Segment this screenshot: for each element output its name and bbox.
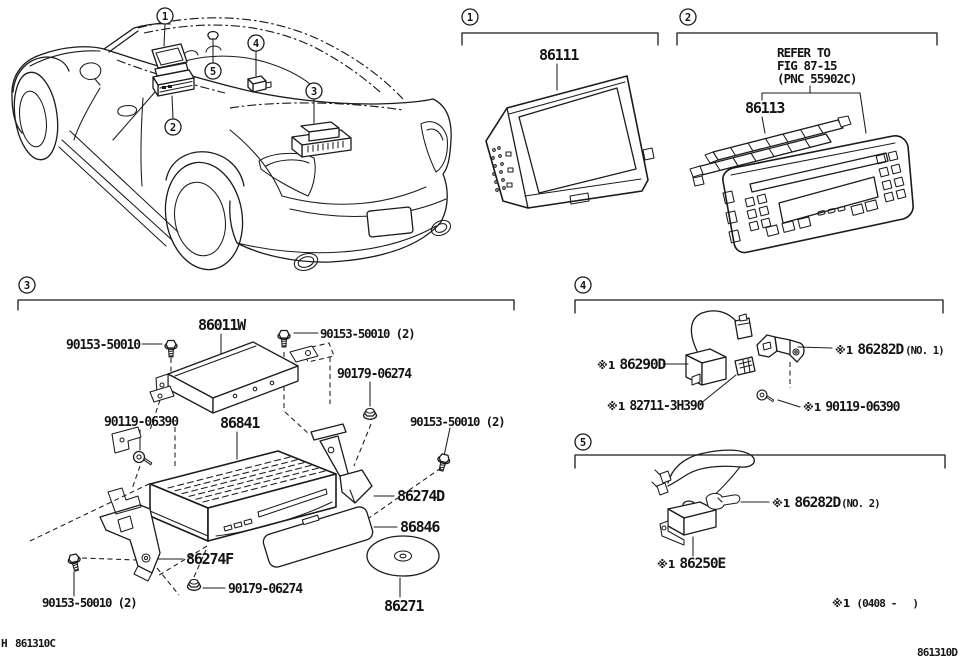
nut-90179-bottom	[186, 578, 202, 591]
car-callout-3: 3	[305, 82, 323, 100]
car-nav-display-unit	[151, 43, 189, 77]
bolt-90119-left	[131, 449, 154, 466]
label-screw-top-right: 90153-50010 (2)	[320, 327, 415, 341]
connector-82711	[734, 356, 756, 376]
bracket-86274f	[99, 426, 161, 582]
car-illustration: 1 2 3 4 5	[11, 7, 452, 271]
section-1-callout: 1	[461, 8, 479, 26]
disc-86271	[366, 535, 440, 577]
bracket-86282d-no1	[756, 334, 805, 363]
label-86271: 86271	[384, 597, 424, 615]
section-5-callout: 5	[574, 433, 592, 451]
car-callout-2-num: 2	[170, 122, 176, 134]
section-2-callout: 2	[679, 8, 697, 26]
bolt-90119-s4	[755, 388, 776, 403]
radio-tuner-rails-86113	[689, 115, 852, 187]
control-panel-86113	[722, 135, 914, 254]
section-3-num: 3	[24, 280, 30, 292]
section-3-callout: 3	[18, 276, 36, 294]
car-callout-1-num: 1	[162, 11, 168, 23]
section-3-bracket	[17, 299, 515, 311]
section-5-num: 5	[580, 437, 586, 449]
footnote: ※1(0408 -)	[832, 597, 918, 610]
label-86274d: 86274D	[397, 487, 445, 505]
car-roof-antenna	[207, 30, 219, 40]
navigation-display-86111	[485, 75, 655, 209]
label-bolt-left: 90119-06390	[104, 415, 179, 430]
car-callout-4-num: 4	[253, 38, 259, 50]
screw-90153-top-right	[277, 329, 291, 348]
label-86846: 86846	[400, 518, 440, 536]
refer-note-line2: FIG 87-15	[777, 58, 837, 73]
label-nut-top: 90179-06274	[337, 367, 412, 382]
section-1: 1 86111	[461, 8, 659, 209]
bracket-86274d	[310, 423, 373, 504]
label-86113: 86113	[745, 99, 785, 117]
screw-90153-bottom-left	[66, 552, 84, 573]
label-86841: 86841	[220, 414, 260, 432]
car-callout-2: 2	[164, 118, 182, 136]
screw-90153-right	[434, 452, 452, 473]
section-1-bracket	[461, 32, 659, 46]
label-nut-bottom: 90179-06274	[228, 582, 303, 597]
section-4-num: 4	[580, 280, 586, 292]
glass-antenna-86250e	[651, 449, 755, 546]
section-2-num: 2	[685, 12, 691, 24]
car-sensor-box	[247, 75, 272, 93]
cd-changer-86841	[149, 450, 337, 542]
footer-code-right: 861310D	[917, 646, 958, 659]
nut-90179-top	[362, 407, 378, 420]
section-4-callout: 4	[574, 276, 592, 294]
label-86111: 86111	[539, 46, 579, 64]
car-callout-4: 4	[247, 34, 265, 52]
section-5-bracket	[574, 454, 946, 469]
section-3: 3 86011W 90153-50010 90153-50010 (2) 901…	[17, 276, 515, 615]
cover-86846	[262, 506, 374, 568]
label-screw-left: 90153-50010	[66, 338, 141, 353]
label-screw-bottom-left: 90153-50010 (2)	[42, 596, 137, 610]
car-callout-3-num: 3	[311, 86, 317, 98]
label-86011w: 86011W	[198, 316, 247, 334]
label-screw-right: 90153-50010 (2)	[410, 415, 505, 429]
section-2-bracket	[676, 32, 938, 46]
car-amplifier-box	[291, 121, 352, 158]
car-radio-unit	[152, 69, 195, 97]
clip-86282d-no2	[705, 492, 741, 510]
amplifier-86011w	[149, 341, 319, 414]
refer-note-line1: REFER TO	[777, 45, 830, 60]
refer-note-line3: (PNC 55902C)	[777, 71, 857, 86]
screw-90153-left	[164, 339, 178, 358]
section-1-num: 1	[467, 12, 473, 24]
section-4-bracket	[574, 299, 944, 314]
section-2: 2 REFER TO FIG 87-15 (PNC 55902C) 86113	[676, 8, 938, 254]
label-86274f: 86274F	[186, 550, 234, 568]
car-callout-5: 5	[204, 62, 222, 80]
car-callout-1: 1	[156, 7, 174, 25]
car-callout-5-num: 5	[210, 66, 216, 78]
antenna-amp-86290d	[685, 310, 753, 386]
